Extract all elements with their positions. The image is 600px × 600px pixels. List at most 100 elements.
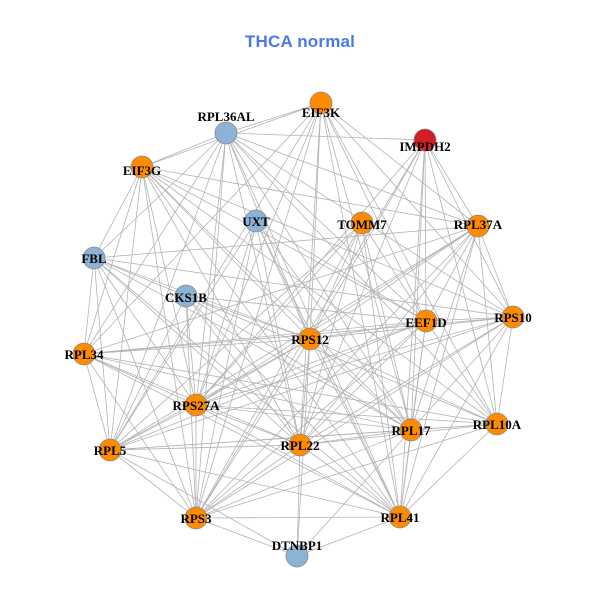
network-node-EIF3G [130,155,154,179]
node-label-RPL41: RPL41 [381,510,420,525]
network-edge [361,222,427,322]
network-edge [195,222,363,406]
network-edge [109,449,401,518]
network-edge [320,102,498,425]
network-edge [309,139,426,340]
node-label-EIF3K: EIF3K [302,105,341,120]
network-node-RPL17 [399,418,423,442]
network-edge [109,449,197,519]
network-edge [195,320,427,406]
node-label-CKS1B: CKS1B [165,290,207,305]
network-node-FBL [82,246,106,270]
node-label-RPL34: RPL34 [65,347,105,362]
network-edge [195,316,514,406]
node-layer [72,91,525,568]
network-edge [195,225,479,406]
network-edge [309,338,401,518]
network-edge [425,225,479,322]
network-edge [185,295,197,406]
network-edge [320,102,427,322]
network-node-RPS12 [298,327,322,351]
network-edge [195,320,427,519]
network-edge [299,423,498,446]
node-label-EIF3G: EIF3G [123,163,161,178]
network-node-UXT [244,209,268,233]
network-edge [410,139,426,431]
network-edge [195,139,426,406]
network-edge [109,220,257,451]
node-label-RPS27A: RPS27A [173,398,221,413]
network-edge [299,444,401,518]
network-edge [93,257,412,431]
network-edge [93,257,301,446]
network-edge [195,429,412,519]
network-edge [83,353,111,451]
network-node-RPL10A [485,412,509,436]
network-edge [320,102,401,518]
network-edge [296,429,412,557]
network-node-RPL37A [466,214,490,238]
network-edge [195,404,498,425]
node-label-IMPDH2: IMPDH2 [399,139,450,154]
network-edge [109,449,298,557]
network-edge [299,222,363,446]
network-node-DTNBP1 [285,544,309,568]
network-edge [225,132,427,322]
network-edge [109,295,187,451]
node-label-TOMM7: TOMM7 [337,217,387,232]
network-edge [309,225,479,340]
network-edge [195,220,257,406]
network-edge [185,295,401,518]
network-edge [296,516,401,557]
network-edge [93,166,143,259]
network-node-IMPDH2 [413,128,437,152]
network-edge [109,166,143,451]
network-node-RPL5 [98,438,122,462]
network-edge [225,132,498,425]
network-edge [109,132,227,451]
network-edge [361,222,412,431]
network-edge [399,139,426,518]
network-edge [424,139,427,322]
network-edge [225,132,412,431]
network-edge [185,295,412,431]
network-edge [141,166,197,519]
node-label-RPL22: RPL22 [281,438,320,453]
network-edge [93,257,197,519]
network-edge [141,166,401,518]
network-edge [109,444,301,451]
network-edge [195,404,401,518]
network-edge [496,316,514,425]
chart-title: THCA normal [244,32,356,51]
network-node-EIF3K [309,91,333,115]
network-edge [93,257,311,340]
network-edge [296,444,301,557]
network-edge [225,132,479,227]
network-edge [309,222,363,340]
network-edge [195,102,322,406]
network-edge [141,166,412,431]
network-edge [109,222,363,451]
network-node-RPL41 [388,505,412,529]
network-edge [309,102,322,340]
network-edge [109,338,311,451]
node-label-RPL36AL: RPL36AL [197,109,254,124]
network-edge [299,316,514,446]
network-edge [141,166,498,425]
network-edge [299,139,426,446]
network-edge [83,132,227,355]
network-edge [195,517,298,557]
network-edge [299,320,427,446]
network-edge [141,166,514,318]
network-node-RPL36AL [214,121,238,145]
network-edge [109,102,322,451]
node-label-UXT: UXT [242,214,270,229]
node-label-FBL: FBL [81,251,107,266]
network-edge [399,423,498,518]
network-edge [320,102,412,431]
node-label-RPS10: RPS10 [494,310,532,325]
network-edge [225,102,322,134]
network-edge [425,316,514,322]
